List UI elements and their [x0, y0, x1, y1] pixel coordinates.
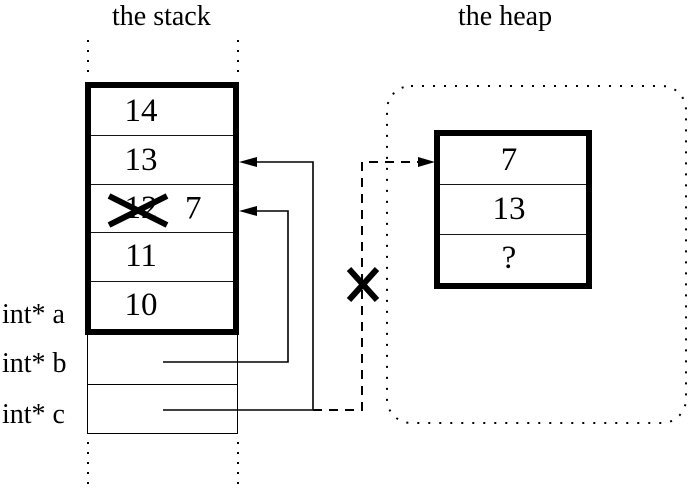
stack-cell-new-value: 7	[185, 190, 202, 227]
label-int-ptr-a: int* a	[2, 299, 65, 330]
heap-cell-7: 7	[440, 136, 586, 184]
pointer-b-arrowhead-icon	[239, 206, 257, 216]
heap-cell-value: 13	[492, 190, 526, 227]
stack-cell-11: 11	[91, 232, 233, 280]
pointer-row-b	[88, 335, 237, 384]
stack-cell-old-value: 12	[124, 190, 158, 227]
heap-block-box: 7 13 ?	[434, 130, 592, 289]
pointer-variable-rows	[87, 335, 238, 434]
label-int-ptr-c: int* c	[2, 399, 65, 430]
stack-cell-14: 14	[91, 88, 233, 135]
stack-cell-value: 13	[124, 141, 158, 178]
invalid-pointer-x-icon	[346, 266, 380, 303]
label-int-ptr-b: int* b	[2, 348, 67, 379]
heap-cell-unknown: ?	[440, 233, 586, 283]
stack-cell-value: 11	[125, 238, 157, 275]
stack-cell-10: 10	[91, 280, 233, 329]
heap-title: the heap	[458, 1, 553, 32]
dangling-pointer-arrowhead-icon	[418, 157, 435, 167]
stack-cell-value: 10	[124, 286, 158, 323]
stack-cell-13: 13	[91, 135, 233, 183]
stack-cell-value: 14	[124, 93, 158, 130]
heap-cell-value: ?	[501, 240, 517, 277]
stack-cell-12-overwritten: 12 7	[91, 183, 233, 232]
pointer-row-c	[88, 383, 237, 434]
pointer-c-arrowhead-icon	[239, 157, 257, 167]
heap-cell-value: 7	[500, 141, 518, 178]
stack-title: the stack	[112, 1, 211, 32]
heap-cell-13: 13	[440, 184, 586, 233]
dangling-pointer-dashed-line	[313, 161, 418, 411]
stack-frame-box: 14 13 12 7 11 10	[85, 82, 239, 335]
